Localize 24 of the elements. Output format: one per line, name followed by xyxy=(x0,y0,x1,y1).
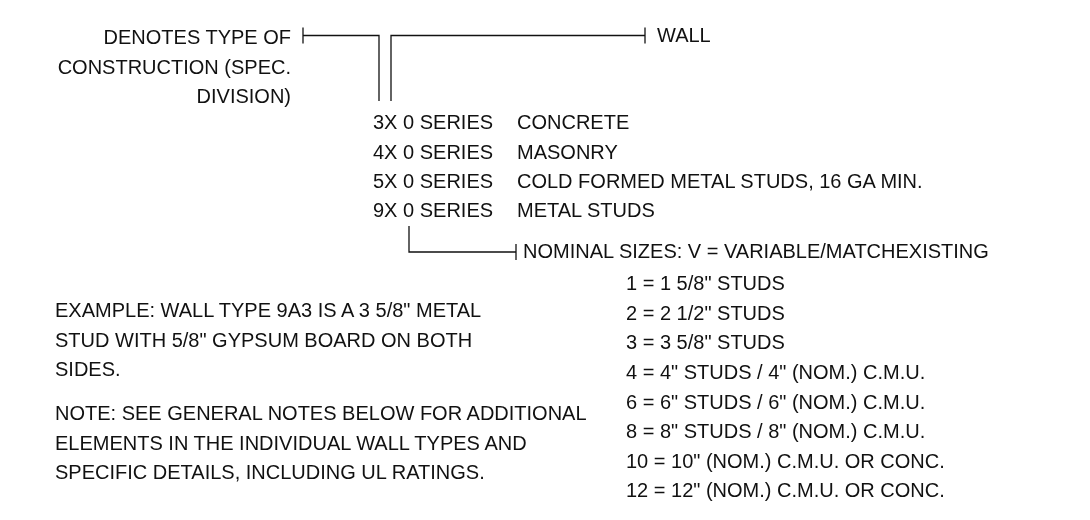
callout-text: DENOTES TYPE OF CONSTRUCTION (SPEC. DIVISION) xyxy=(41,23,303,112)
leader-line xyxy=(302,26,380,102)
example-note: EXAMPLE: WALL TYPE 9A3 IS A 3 5/8" METAL STUD WITH 5/8" GYPSUM BOARD ON BOTH SIDES. xyxy=(55,298,482,383)
size-definition: 4 = 4" STUDS / 4" (NOM.) C.M.U. xyxy=(626,360,926,386)
size-definition: 6 = 6" STUDS / 6" (NOM.) C.M.U. xyxy=(626,390,926,416)
size-definition: 12 = 12" (NOM.) C.M.U. OR CONC. xyxy=(626,478,945,504)
leader-line xyxy=(408,225,517,261)
material-text: METAL STUDS xyxy=(517,198,655,224)
size-definition: 8 = 8" STUDS / 8" (NOM.) C.M.U. xyxy=(626,419,926,445)
size-definition: 10 = 10" (NOM.) C.M.U. OR CONC. xyxy=(626,449,945,475)
series-code: 9X 0 SERIES xyxy=(373,198,494,224)
size-definition: 1 = 1 5/8" STUDS xyxy=(626,271,785,297)
callout-text: NOMINAL SIZES: V = VARIABLE/MATCHEXISTING xyxy=(516,237,1056,267)
size-definition: 3 = 3 5/8" STUDS xyxy=(626,330,785,356)
general-note: NOTE: SEE GENERAL NOTES BELOW FOR ADDITIONAL ELEMENTS IN THE INDIVIDUAL WALL TYPES AND SPECIFIC DETAILS, INCLUDING UL RATINGS. xyxy=(55,401,587,486)
series-code: 4X 0 SERIES xyxy=(373,140,494,166)
material-text: CONCRETE xyxy=(517,110,630,136)
size-definition: 2 = 2 1/2" STUDS xyxy=(626,301,785,327)
callout-text: WALL xyxy=(645,21,725,51)
leader-line xyxy=(390,26,646,102)
material-text: COLD FORMED METAL STUDS, 16 GA MIN. xyxy=(517,169,923,195)
series-code: 5X 0 SERIES xyxy=(373,169,494,195)
material-text: MASONRY xyxy=(517,140,618,166)
series-code: 3X 0 SERIES xyxy=(373,110,494,136)
